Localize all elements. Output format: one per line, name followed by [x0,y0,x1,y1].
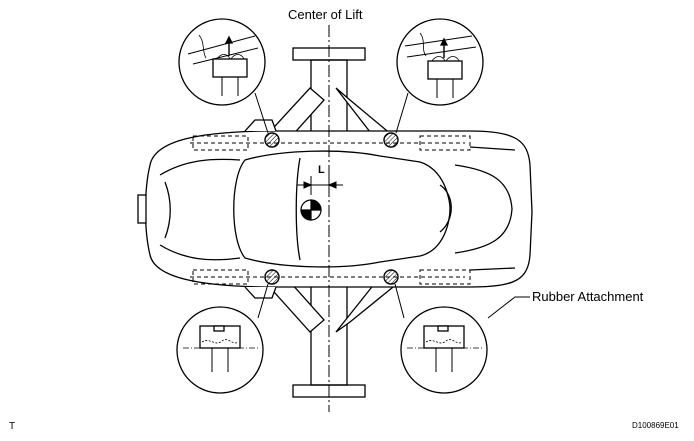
lift-point-circle-icon [264,269,280,285]
sill-lines [190,135,471,285]
rubber-attachment-label: Rubber Attachment [532,289,644,304]
callout-front-right [396,18,484,106]
figure-code-label: D100869E01 [632,421,679,430]
center-of-gravity-icon [300,199,322,221]
callout-rear-right [400,306,488,394]
callout-front-left [178,18,266,106]
lift-point-circle-icon [264,132,280,148]
leader-lines [254,92,530,319]
lift-points [264,132,399,285]
dimension-L [297,176,343,195]
car-body [137,119,533,299]
corner-mark-label: T [9,421,16,432]
callout-rear-left [176,306,264,394]
lift-point-circle-icon [383,132,399,148]
lift-point-circle-icon [383,269,399,285]
center-of-lift-label: Center of Lift [288,7,363,22]
dimension-L-label: L [318,164,325,176]
